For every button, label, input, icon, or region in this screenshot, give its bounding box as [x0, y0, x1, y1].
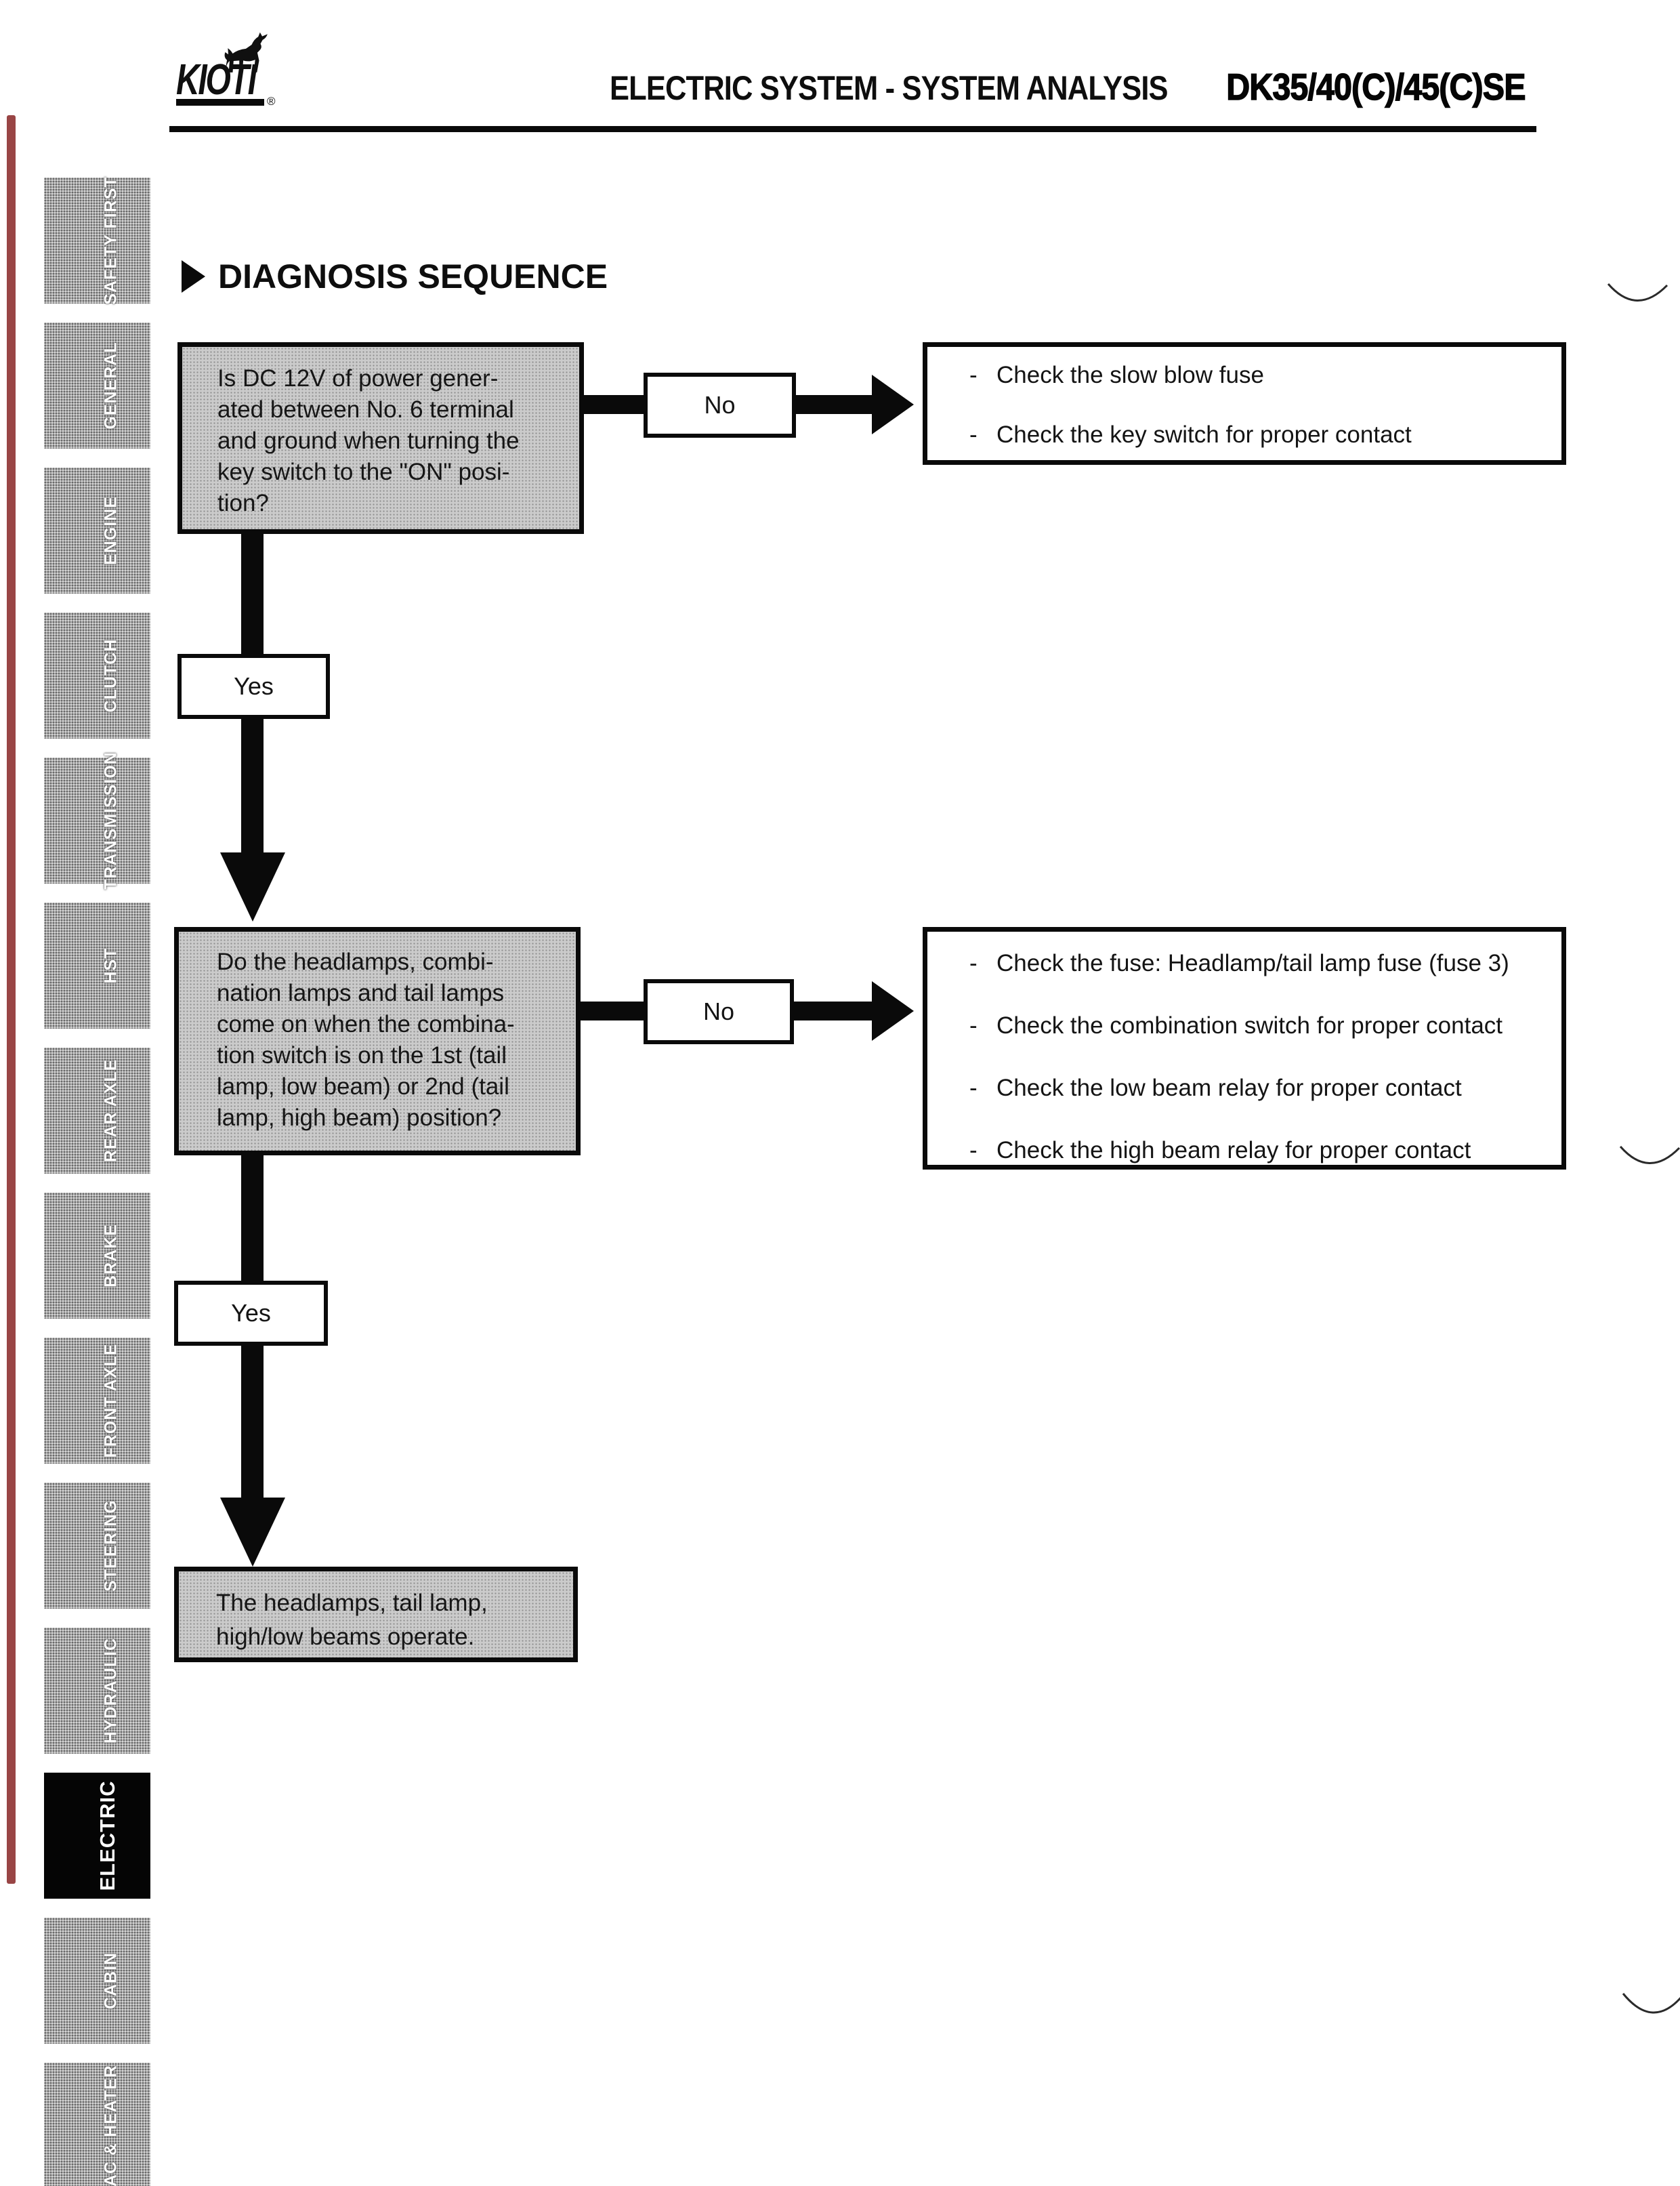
page-curl-artifact: [1607, 283, 1668, 302]
dash-bullet: -: [969, 421, 978, 448]
tab-label: AC & HEATER: [101, 2065, 121, 2186]
connector-line: [581, 395, 646, 414]
sidebar-item-rear-axle: REAR AXLE: [44, 1048, 150, 1174]
page-curl-artifact: [1619, 1146, 1680, 1164]
flow-actions-1: - Check the slow blow fuse - Check the k…: [923, 342, 1566, 465]
kioti-logo: KIOTI ®: [176, 31, 285, 109]
dash-bullet: -: [969, 362, 978, 388]
tab-label: STEERING: [101, 1500, 121, 1592]
registered-mark: ®: [267, 95, 276, 108]
kioti-coyote-icon: [224, 32, 268, 73]
arrow-down-icon: [220, 852, 285, 922]
dash-bullet: -: [969, 1075, 978, 1101]
binding-edge-artifact: [7, 115, 16, 1884]
sidebar-item-front-axle: FRONT AXLE: [44, 1338, 150, 1464]
tab-label: SAFETY FIRST: [101, 176, 121, 305]
yes-label: Yes: [231, 1299, 271, 1327]
heading-triangle-icon: [182, 260, 205, 293]
sidebar-item-transmission: TRANSMISSION: [44, 751, 150, 890]
sidebar-item-engine: ENGINE: [44, 468, 150, 594]
action-item: - Check the slow blow fuse: [969, 362, 1548, 389]
sidebar-item-cabin: CABIN: [44, 1918, 150, 2044]
action-text: Check the low beam relay for proper cont…: [996, 1075, 1462, 1101]
action-text: Check the key switch for proper contact: [996, 421, 1412, 448]
tab-label: GENERAL: [101, 342, 121, 430]
flow-actions-2: - Check the fuse: Headlamp/tail lamp fus…: [923, 927, 1566, 1170]
arrow-down-icon: [220, 1498, 285, 1567]
sidebar-item-ac-heater: AC & HEATER: [44, 2063, 150, 2186]
arrow-right-icon: [872, 375, 914, 434]
tab-label: TRANSMISSION: [101, 751, 121, 890]
yes-label-box-2: Yes: [174, 1281, 328, 1346]
action-item: - Check the high beam relay for proper c…: [969, 1137, 1548, 1164]
tab-label: HST: [101, 947, 121, 984]
arrow-right-icon: [872, 981, 914, 1041]
action-text: Check the high beam relay for proper con…: [996, 1137, 1471, 1163]
tab-label: REAR AXLE: [101, 1058, 121, 1163]
connector-line: [794, 395, 872, 414]
tab-label: CLUTCH: [101, 638, 121, 713]
sidebar-item-general: GENERAL: [44, 323, 150, 449]
no-label-box-1: No: [644, 373, 796, 438]
sidebar-item-steering: STEERING: [44, 1483, 150, 1609]
action-item: - Check the low beam relay for proper co…: [969, 1075, 1548, 1102]
yes-label: Yes: [234, 672, 274, 700]
kioti-logo-underline: [176, 99, 264, 106]
action-text: Check the fuse: Headlamp/tail lamp fuse …: [996, 950, 1509, 976]
action-text: Check the combination switch for proper …: [996, 1012, 1503, 1039]
sidebar-item-electric-active: ELECTRIC: [44, 1773, 150, 1899]
tab-label: ENGINE: [101, 496, 121, 565]
sidebar-item-hst: HST: [44, 903, 150, 1029]
action-item: - Check the key switch for proper contac…: [969, 421, 1548, 449]
tab-label: BRAKE: [101, 1224, 121, 1287]
header-divider: [169, 126, 1536, 132]
page-curl-artifact: [1622, 1993, 1680, 2014]
dash-bullet: -: [969, 950, 978, 976]
flow-question-1: Is DC 12V of power gener- ated between N…: [177, 342, 584, 534]
no-label-box-2: No: [644, 979, 794, 1044]
action-item: - Check the fuse: Headlamp/tail lamp fus…: [969, 950, 1548, 977]
sidebar-item-clutch: CLUTCH: [44, 613, 150, 739]
connector-line: [792, 1002, 872, 1020]
action-text: Check the slow blow fuse: [996, 362, 1264, 388]
section-heading: DIAGNOSIS SEQUENCE: [218, 257, 608, 295]
page-header-title: ELECTRIC SYSTEM - SYSTEM ANALYSIS: [610, 69, 1169, 107]
connector-line: [578, 1002, 646, 1020]
kioti-logo-text: KIOTI: [176, 55, 257, 104]
sidebar-item-brake: BRAKE: [44, 1193, 150, 1319]
sidebar-item-safety-first: SAFETY FIRST: [44, 176, 150, 305]
tab-label: CABIN: [101, 1952, 121, 2010]
tab-label: HYDRAULIC: [101, 1637, 121, 1744]
no-label: No: [702, 997, 735, 1025]
flow-result: The headlamps, tail lamp, high/low beams…: [174, 1567, 578, 1662]
no-label: No: [704, 391, 736, 419]
dash-bullet: -: [969, 1137, 978, 1163]
sidebar-item-hydraulic: HYDRAULIC: [44, 1628, 150, 1754]
dash-bullet: -: [969, 1012, 978, 1039]
tab-label: FRONT AXLE: [101, 1343, 121, 1458]
flow-question-2: Do the headlamps, combi- nation lamps an…: [174, 927, 581, 1155]
tab-label: ELECTRIC: [96, 1780, 120, 1891]
action-item: - Check the combination switch for prope…: [969, 1012, 1548, 1039]
yes-label-box-1: Yes: [177, 654, 330, 719]
model-number: DK35/40(C)/45(C)SE: [1226, 65, 1527, 108]
